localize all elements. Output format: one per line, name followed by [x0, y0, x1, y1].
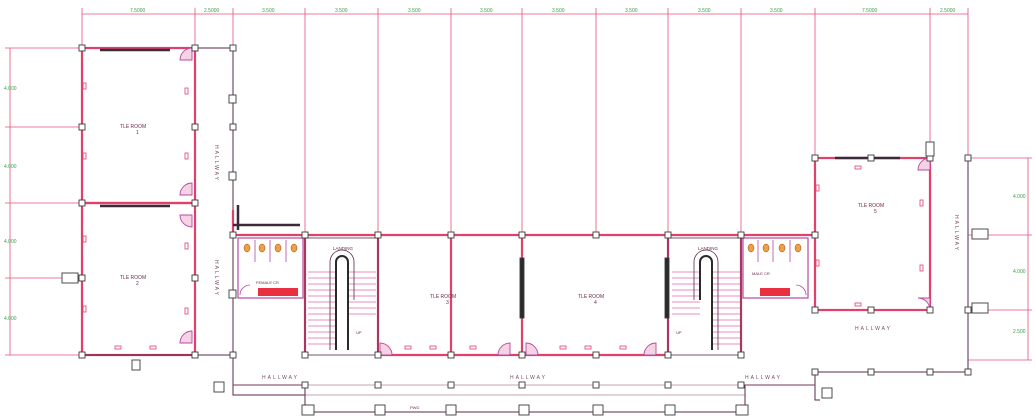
dim-label: 3.500 — [335, 8, 348, 14]
room-label: TLE ROOM — [120, 124, 146, 130]
dim-label: 2.500 — [1013, 329, 1026, 335]
toilet-icon — [274, 243, 282, 253]
toilet-icon — [778, 243, 786, 253]
left-dimension-lines — [5, 47, 82, 356]
cr-label: MALE CR — [752, 271, 770, 276]
pwd-label: PWD — [410, 405, 419, 410]
room-number: 3 — [446, 300, 449, 306]
female-cr: FEMALE CR — [237, 237, 304, 299]
hallway-label: HALLWAY — [262, 375, 299, 381]
right-stair: LANDING UP — [667, 237, 742, 356]
toilet-icon — [794, 243, 802, 253]
landing-label: LANDING — [333, 246, 354, 251]
room-number: 1 — [136, 130, 139, 136]
hallway-label: HALLWAY — [953, 215, 959, 252]
room-label: TLE ROOM — [120, 275, 146, 281]
hallway-label: HALLWAY — [745, 375, 782, 381]
dim-label: 3.500 — [552, 8, 565, 14]
dim-label: 3.500 — [480, 8, 493, 14]
dim-label: 7.5000 — [130, 8, 146, 14]
dim-label: 3.500 — [698, 8, 711, 14]
walls — [80, 46, 932, 357]
dim-label: 4.000 — [4, 316, 17, 322]
top-dimension-labels: 7.5000 2.5000 3.500 3.500 3.500 3.500 3.… — [130, 8, 956, 14]
hallway-label: HALLWAY — [213, 145, 219, 182]
room-number: 2 — [136, 281, 139, 287]
landing-label: LANDING — [698, 246, 719, 251]
sink-counter — [760, 288, 790, 296]
toilet-icon — [243, 243, 251, 253]
left-stair: LANDING UP — [304, 237, 379, 356]
doors — [179, 47, 931, 356]
wall-fixtures — [82, 82, 924, 350]
hallway-label: HALLWAY — [213, 260, 219, 297]
dim-label: 4.000 — [4, 164, 17, 170]
building-outline — [195, 47, 969, 413]
dim-label: 4.000 — [1013, 269, 1026, 275]
dark-walls — [100, 48, 900, 230]
dim-label: 3.500 — [262, 8, 275, 14]
right-dimension-labels: 4.000 4.000 2.500 — [1013, 194, 1026, 335]
sink-counter — [258, 288, 298, 296]
dim-label: 3.500 — [770, 8, 783, 14]
dim-label: 4.000 — [4, 239, 17, 245]
toilet-icon — [747, 243, 755, 253]
dim-label: 4.000 — [1013, 194, 1026, 200]
hallway-label: HALLWAY — [510, 375, 547, 381]
columns — [61, 44, 989, 416]
top-dimension-lines — [81, 8, 969, 235]
dim-label: 2.5000 — [204, 8, 220, 14]
room-number: 4 — [594, 300, 597, 306]
room-label: TLE ROOM — [430, 294, 456, 300]
hallway-labels: HALLWAY HALLWAY HALLWAY HALLWAY HALLWAY … — [213, 145, 959, 410]
toilet-icon — [258, 243, 266, 253]
left-dimension-labels: 4.000 4.000 4.000 4.000 — [4, 86, 17, 322]
toilet-icon — [290, 243, 298, 253]
up-label: UP — [676, 330, 682, 335]
male-cr: MALE CR — [742, 237, 809, 299]
dim-label: 3.500 — [625, 8, 638, 14]
room-label: TLE ROOM — [858, 203, 884, 209]
dim-label: 3.500 — [408, 8, 421, 14]
up-label: UP — [356, 330, 362, 335]
cr-label: FEMALE CR — [256, 280, 279, 285]
toilet-icon — [762, 243, 770, 253]
dim-label: 2.5000 — [940, 8, 956, 14]
room-label: TLE ROOM — [578, 294, 604, 300]
room-labels: TLE ROOM 1 TLE ROOM 2 TLE ROOM 3 TLE ROO… — [120, 124, 884, 306]
dim-label: 7.5000 — [862, 8, 878, 14]
dim-label: 4.000 — [4, 86, 17, 92]
hallway-label: HALLWAY — [855, 326, 892, 332]
room-number: 5 — [874, 209, 877, 215]
